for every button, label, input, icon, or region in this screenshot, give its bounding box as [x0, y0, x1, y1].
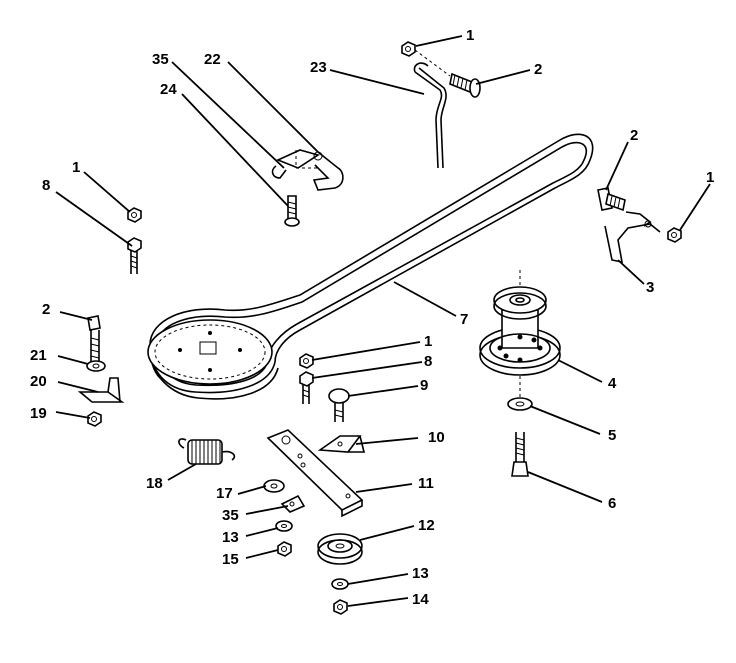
carriage-bolt-24	[284, 195, 300, 227]
callout-15: 15	[222, 551, 239, 568]
stud-8-center	[299, 371, 314, 404]
callout-18: 18	[146, 475, 163, 492]
callout-5: 5	[608, 427, 616, 444]
washer-5	[507, 397, 533, 411]
extension-spring	[178, 438, 236, 465]
bracket-20	[77, 377, 125, 403]
callout-23: 23	[310, 59, 327, 76]
idler-pulley-12	[317, 533, 363, 565]
callout-2: 2	[630, 127, 638, 144]
bolt-6	[511, 432, 529, 477]
bolt-2-lower	[87, 315, 101, 362]
nut-center	[299, 353, 314, 369]
nut-19	[87, 411, 102, 427]
callout-labels: 1 2 23 35 22 24 2 1 1 8 3 2 7 21 20 19 1…	[30, 27, 714, 608]
callout-14: 14	[412, 591, 429, 608]
callout-1: 1	[72, 159, 80, 176]
idler-bracket-10	[317, 435, 366, 453]
callout-12: 12	[418, 517, 435, 534]
idler-arm-bracket	[604, 211, 661, 264]
nut-left	[127, 207, 142, 223]
clip-35-lower	[280, 494, 306, 513]
callout-2: 2	[534, 61, 542, 78]
callout-13: 13	[222, 529, 239, 546]
callout-3: 3	[646, 279, 654, 296]
callout-22: 22	[204, 51, 221, 68]
bolt-right	[597, 187, 626, 212]
carriage-bolt-9	[328, 388, 350, 422]
washer-13-bottom	[331, 578, 349, 590]
nut	[401, 41, 416, 57]
idler-arm-11	[266, 429, 364, 518]
callout-9: 9	[420, 377, 428, 394]
stud-8-left	[127, 237, 142, 274]
washer-13-left	[275, 520, 293, 532]
nut-14	[333, 599, 348, 615]
callout-6: 6	[608, 495, 616, 512]
callout-13: 13	[412, 565, 429, 582]
callout-35: 35	[222, 507, 239, 524]
callout-1: 1	[466, 27, 474, 44]
callout-1: 1	[706, 169, 714, 186]
callout-7: 7	[460, 311, 468, 328]
callout-1: 1	[424, 333, 432, 350]
callout-20: 20	[30, 373, 47, 390]
double-pulley	[479, 286, 561, 376]
callout-11: 11	[418, 475, 434, 492]
washer-21	[86, 360, 106, 372]
clip-35	[271, 165, 287, 179]
callout-10: 10	[428, 429, 445, 446]
belt-guide-rod	[413, 62, 447, 169]
callout-4: 4	[608, 375, 617, 392]
callout-8: 8	[42, 177, 50, 194]
spacer-17	[263, 479, 285, 493]
callout-8: 8	[424, 353, 432, 370]
hex-bolt	[449, 72, 481, 98]
callout-17: 17	[216, 485, 233, 502]
engine-pulley	[147, 319, 273, 385]
leader-lines	[55, 35, 711, 607]
belt-keeper-bracket	[275, 149, 344, 191]
callout-21: 21	[30, 347, 47, 364]
callout-2: 2	[42, 301, 50, 318]
nut-right	[667, 227, 682, 243]
callout-35: 35	[152, 51, 169, 68]
callout-24: 24	[160, 81, 177, 98]
nut-15	[277, 541, 292, 557]
callout-19: 19	[30, 405, 47, 422]
